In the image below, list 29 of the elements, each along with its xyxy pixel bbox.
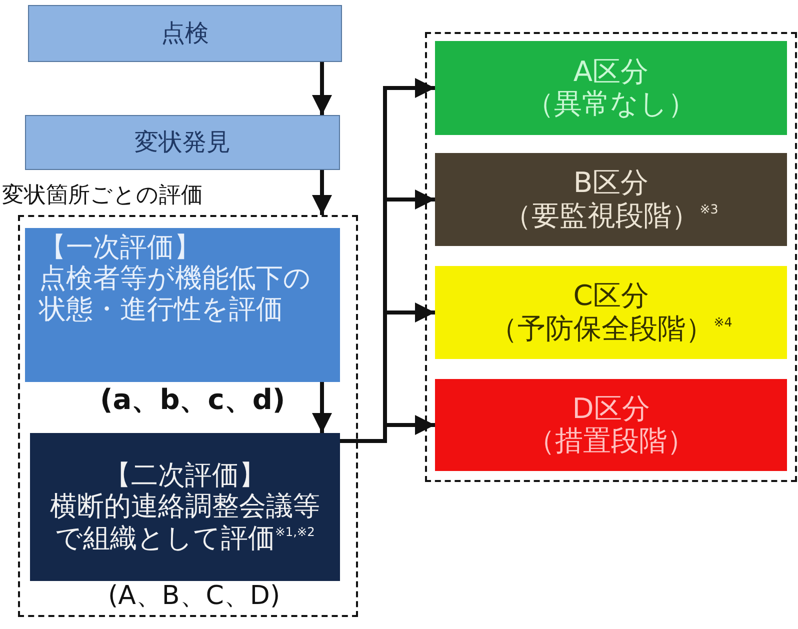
arrow: [312, 170, 332, 215]
step-box: [25, 115, 340, 170]
category-box: [435, 266, 787, 359]
box-heading: 【二次評価】: [103, 460, 267, 492]
dashed-group-frame: [425, 32, 797, 482]
arrow: [312, 382, 332, 433]
box-heading: C区分: [572, 280, 650, 312]
box-heading: 点検: [160, 20, 210, 48]
box-text: （異常なし）: [525, 88, 697, 120]
category-box: [435, 379, 787, 471]
evaluation-result-label: (a、b、c、d): [100, 384, 286, 416]
box-text: 点検者等が機能低下の状態・進行性を評価: [39, 263, 312, 326]
box-text: （措置段階）: [526, 425, 696, 458]
arrow: [312, 62, 332, 115]
evaluation-box: [30, 433, 340, 581]
step-box: [28, 5, 342, 62]
box-text: 横断的連絡調整会議等で組織として評価$^{※1,※2}$: [49, 491, 321, 554]
box-heading: B区分: [572, 167, 650, 200]
evaluation-result-label: (A、B、C、D): [108, 582, 280, 612]
box-heading: D区分: [571, 392, 651, 425]
box-heading: 変状発見: [134, 128, 232, 156]
box-text: （予防保全段階）$^{※4}$: [488, 312, 734, 345]
group-heading: 変状箇所ごとの評価: [2, 183, 203, 208]
box-heading: 【一次評価】: [39, 232, 202, 264]
category-box: [435, 153, 787, 246]
box-text: （要監視段階）$^{※3}$: [502, 200, 720, 232]
box-heading: A区分: [572, 56, 650, 88]
evaluation-box: [25, 228, 340, 382]
category-box: [435, 41, 787, 135]
